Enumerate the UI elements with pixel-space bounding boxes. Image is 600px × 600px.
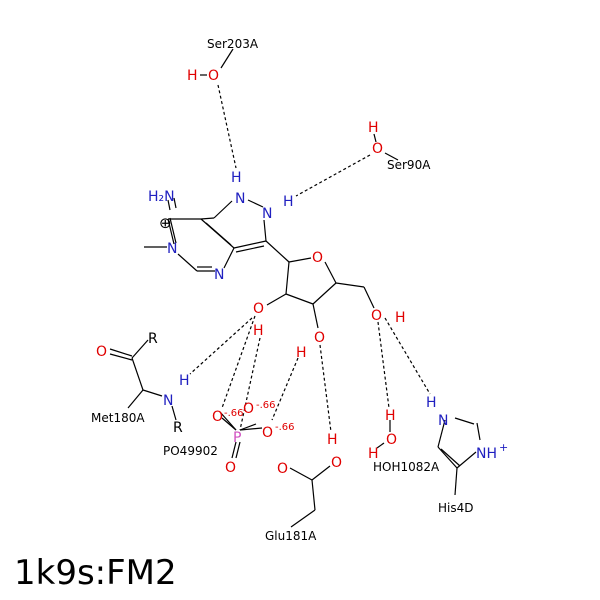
atom-labels: H O H N N H H O H₂N ⊕ N N O O H O H O H … (96, 68, 508, 477)
atom-o: O (243, 401, 254, 417)
residue-label-ser90: Ser90A (387, 158, 431, 172)
hbond-hoh1082 (377, 321, 390, 409)
atom-n: N (214, 267, 224, 283)
atom-o: O (262, 425, 273, 441)
atom-o: O (277, 461, 288, 477)
atom-h: H (179, 373, 190, 389)
atom-o: O (253, 301, 264, 317)
atom-h2n: H₂N (148, 189, 175, 205)
atom-o: O (386, 432, 397, 448)
atom-h: H (187, 68, 198, 84)
atom-o: O (314, 330, 325, 346)
atom-h: H (368, 120, 379, 136)
charge-label: -.66 (224, 408, 244, 419)
hbond-ser203 (217, 84, 237, 169)
atom-p: P (233, 430, 241, 446)
residue-label-his4: His4D (438, 501, 473, 515)
hbond-his4 (384, 317, 431, 395)
atom-n: N (438, 413, 448, 429)
charge-label: -.66 (275, 422, 295, 433)
atom-h: H (231, 170, 242, 186)
residue-label-met180: Met180A (91, 411, 145, 425)
residue-label-hoh1082: HOH1082A (373, 460, 440, 474)
hydrogen-bonds (189, 84, 431, 433)
hbond-po4-b (239, 337, 261, 431)
atom-nh-plus: NH (476, 446, 497, 462)
atom-o: O (208, 68, 219, 84)
atom-o: O (96, 344, 107, 360)
hbond-po4-c (271, 357, 299, 421)
page-title: 1k9s:FM2 (14, 553, 177, 593)
residue-labels: Ser203A Ser90A Met180A PO49902 Glu181A H… (91, 37, 473, 543)
residue-label-po4: PO49902 (163, 444, 218, 458)
atom-o: O (331, 455, 342, 471)
hbond-glu181 (319, 344, 332, 433)
atom-h: H (327, 432, 338, 448)
atom-o: O (312, 250, 323, 266)
hbond-ser90 (295, 154, 371, 197)
residue-label-ser203: Ser203A (207, 37, 259, 51)
atom-r: R (148, 331, 158, 347)
atom-n: N (235, 191, 245, 207)
charge-label: -.66 (256, 400, 276, 411)
atom-n: N (163, 393, 173, 409)
atom-o: O (371, 308, 382, 324)
atom-o: O (225, 460, 236, 476)
atom-h: H (368, 446, 379, 462)
charge-oplus: ⊕ (159, 214, 172, 232)
ligand-bonds (144, 197, 375, 329)
atom-o: O (372, 141, 383, 157)
atom-r: R (173, 420, 183, 436)
atom-n: N (262, 206, 272, 222)
atom-h: H (296, 345, 307, 361)
hbond-met180 (189, 317, 253, 375)
residue-bonds (109, 48, 481, 528)
atom-h: H (395, 310, 406, 326)
atom-o: O (212, 409, 223, 425)
atom-n: N (167, 241, 177, 257)
atom-h: H (253, 323, 264, 339)
atom-h: H (385, 408, 396, 424)
charge-plus: + (499, 441, 508, 454)
residue-label-glu181: Glu181A (265, 529, 317, 543)
atom-h: H (283, 194, 294, 210)
atom-h: H (426, 395, 437, 411)
